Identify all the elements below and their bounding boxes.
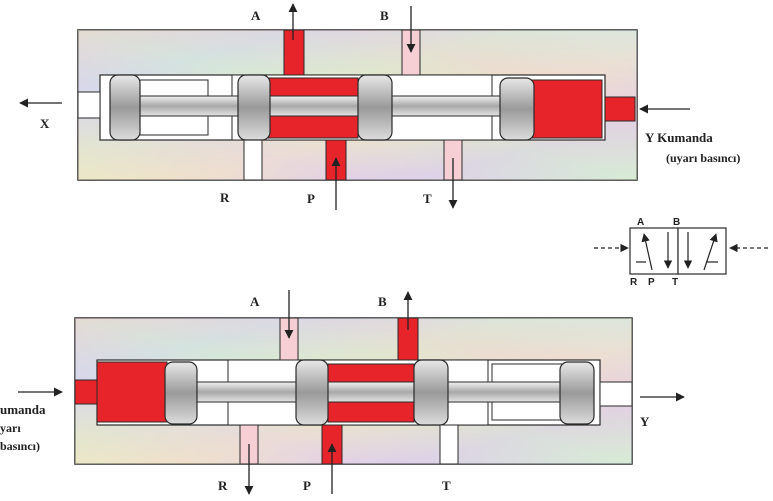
top-port-t-label: T <box>423 191 432 206</box>
bottom-port-t-channel <box>439 424 459 465</box>
bottom-control-label-2: yarı <box>0 421 21 435</box>
top-right-end-port <box>604 96 636 122</box>
top-valve: A B R P T X Y Kumanda (uyarı basıncı) <box>19 3 740 210</box>
bottom-spool-rod <box>194 381 566 403</box>
top-control-label-2: (uyarı basıncı) <box>666 151 740 165</box>
top-piston-1 <box>109 74 141 141</box>
top-port-a-channel <box>283 29 305 76</box>
bottom-right-end-cap <box>599 381 633 407</box>
bottom-port-p-label: P <box>303 478 311 493</box>
top-exhaust-x-label: X <box>40 116 50 131</box>
top-left-end-cap <box>77 91 101 119</box>
top-control-label-1: Y Kumanda <box>645 130 713 145</box>
symbol-box-left <box>629 227 679 275</box>
bottom-port-r-label: R <box>218 478 228 493</box>
symbol-port-r-label: R <box>630 277 638 288</box>
top-spool-rod <box>139 95 516 117</box>
symbol-flow-p-a <box>641 233 653 271</box>
top-port-r-label: R <box>220 190 230 205</box>
bottom-valve: A B R P T Y umanda yarı basıncı) <box>0 290 685 495</box>
symbol-port-p-label: P <box>648 277 655 288</box>
bottom-piston-3 <box>413 359 449 426</box>
bottom-piston-1 <box>164 361 198 425</box>
bottom-control-label-3: basıncı) <box>0 439 40 453</box>
top-cavity-right <box>529 79 603 139</box>
symbol-port-b-label: B <box>673 217 680 228</box>
bottom-piston-4 <box>559 361 595 425</box>
valve-symbol: A B R P T <box>594 217 768 288</box>
symbol-port-t-label: T <box>672 277 678 288</box>
symbol-port-a-label: A <box>637 217 644 228</box>
bottom-control-label-1: umanda <box>0 402 46 417</box>
top-piston-3 <box>357 74 393 141</box>
top-piston-4 <box>499 77 535 141</box>
top-port-r-channel <box>243 139 263 181</box>
top-piston-2 <box>237 74 271 141</box>
bottom-piston-2 <box>295 359 329 426</box>
bottom-port-a-label: A <box>250 294 260 309</box>
bottom-port-b-label: B <box>378 294 387 309</box>
symbol-flow-p-b <box>703 233 718 271</box>
bottom-left-end-port <box>74 379 100 405</box>
bottom-cavity-left <box>96 361 168 423</box>
top-port-a-label: A <box>251 8 261 23</box>
bottom-port-t-label: T <box>442 478 451 493</box>
top-port-b-label: B <box>380 8 389 23</box>
top-port-p-label: P <box>307 191 315 206</box>
bottom-exhaust-y-label: Y <box>640 414 650 429</box>
symbol-box-right <box>677 227 727 275</box>
